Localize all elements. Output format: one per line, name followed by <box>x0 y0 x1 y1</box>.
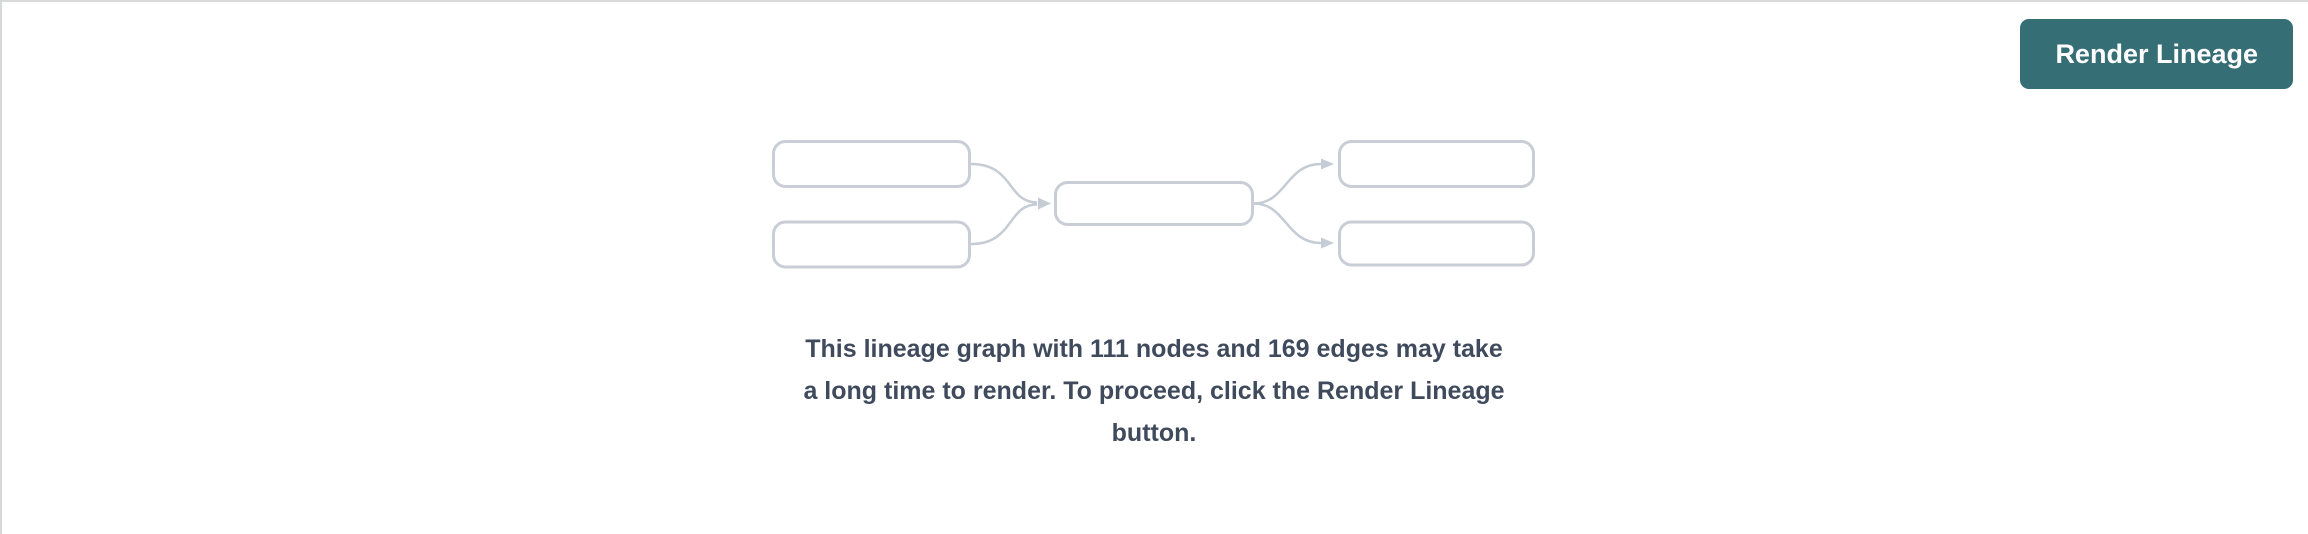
graph-node <box>1338 220 1535 267</box>
graph-edge <box>970 203 1038 246</box>
render-lineage-button[interactable]: Render Lineage <box>2020 19 2293 89</box>
lineage-warning-message: This lineage graph with 111 nodes and 16… <box>704 328 1604 454</box>
message-line: a long time to render. To proceed, click… <box>803 377 1505 405</box>
message-line: This lineage graph with 111 nodes and 16… <box>805 335 1503 363</box>
arrowhead-icon <box>1321 237 1334 249</box>
graph-node <box>1054 181 1254 226</box>
lineage-empty-state: This lineage graph with 111 nodes and 16… <box>704 136 1604 454</box>
lineage-graph-placeholder-illustration <box>772 140 1535 269</box>
panel-left-border <box>0 0 2 534</box>
arrowhead-icon <box>1321 158 1334 170</box>
graph-node <box>772 220 971 269</box>
graph-edge <box>970 162 1038 204</box>
graph-node <box>1338 140 1535 188</box>
graph-edge <box>1253 162 1322 205</box>
panel-top-border <box>0 0 2308 2</box>
graph-edge <box>1253 202 1322 245</box>
message-line: button. <box>1111 419 1197 447</box>
graph-node <box>772 140 971 188</box>
arrowhead-icon <box>1038 197 1051 210</box>
